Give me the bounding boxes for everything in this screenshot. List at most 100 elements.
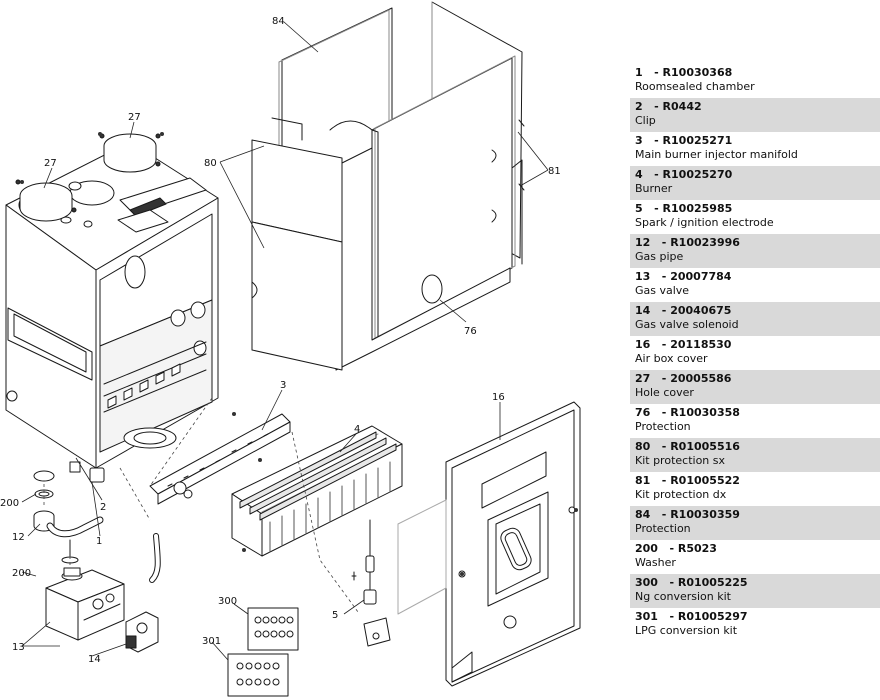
callout-5: 5	[332, 610, 338, 621]
part-number: 200	[635, 542, 658, 555]
callout-76: 76	[464, 326, 477, 337]
part-description: Gas pipe	[635, 250, 684, 263]
part-number: 81	[635, 474, 651, 487]
part-description: Hole cover	[635, 386, 694, 399]
part-separator: -	[642, 202, 663, 215]
part-code: R01005522	[670, 474, 740, 487]
callout-2: 2	[100, 502, 106, 513]
roomsealed-chamber-1	[5, 141, 219, 483]
callout-13: 13	[12, 642, 25, 653]
part-number-and-code: 80 - R01005516	[635, 440, 880, 454]
callout-1: 1	[96, 536, 102, 547]
part-number-and-code: 81 - R01005522	[635, 474, 880, 488]
part-code: R10030368	[662, 66, 733, 79]
callout-84: 84	[272, 16, 285, 27]
conversion-kit-300	[247, 607, 299, 651]
part-separator: -	[650, 338, 671, 351]
part-separator: -	[642, 66, 663, 79]
part-code: R01005516	[670, 440, 740, 453]
air-box-cover-16	[397, 401, 581, 687]
spark-electrode-5	[351, 519, 391, 647]
hole-cover-27	[15, 133, 161, 222]
leader-lines	[21, 21, 549, 661]
part-number-and-code: 301 - R01005297	[635, 610, 880, 624]
part-separator: -	[650, 440, 671, 453]
callout-200-bottom: 200	[12, 568, 31, 579]
part-code: R10025270	[662, 168, 733, 181]
part-number: 3	[635, 134, 643, 147]
gas-pipe-12	[33, 470, 161, 583]
part-number: 1	[635, 66, 643, 79]
part-code: R10023996	[670, 236, 740, 249]
callout-3: 3	[280, 380, 286, 391]
part-separator: -	[650, 270, 671, 283]
part-separator: -	[650, 236, 671, 249]
part-separator: -	[650, 474, 671, 487]
part-description: Clip	[635, 114, 656, 127]
callout-81: 81	[548, 166, 561, 177]
part-separator: -	[642, 100, 663, 113]
callout-12: 12	[12, 532, 25, 543]
part-number-and-code: 300 - R01005225	[635, 576, 880, 590]
part-code: R01005225	[677, 576, 748, 589]
part-number: 12	[635, 236, 651, 249]
part-number-and-code: 27 - 20005586	[635, 372, 880, 386]
callout-16: 16	[492, 392, 505, 403]
exploded-parts-diagram: 84 80 81 76 27 27 3 4 16 200 200 2 12 1 …	[0, 1, 581, 697]
part-description: Spark / ignition electrode	[635, 216, 774, 229]
part-description: Ng conversion kit	[635, 590, 731, 603]
part-number-and-code: 76 - R10030358	[635, 406, 880, 420]
part-separator: -	[642, 168, 663, 181]
callout-301: 301	[202, 636, 221, 647]
part-description: Kit protection dx	[635, 488, 727, 501]
screws	[20, 132, 578, 576]
part-description: Gas valve	[635, 284, 690, 297]
assembly-guides	[43, 397, 359, 613]
part-separator: -	[650, 406, 671, 419]
part-code: R10025271	[662, 134, 733, 147]
part-number-and-code: 4 - R10025270	[635, 168, 880, 182]
part-code: R10030359	[670, 508, 740, 521]
part-number: 13	[635, 270, 651, 283]
protection-panel-81	[371, 55, 523, 341]
part-separator: -	[657, 576, 678, 589]
part-number: 301	[635, 610, 658, 623]
callout-80: 80	[204, 158, 217, 169]
burner-4	[231, 425, 403, 557]
part-number-and-code: 200 - R5023	[635, 542, 880, 556]
part-description: Protection	[635, 420, 691, 433]
part-number-and-code: 2 - R0442	[635, 100, 880, 114]
callout-14: 14	[88, 654, 101, 665]
callout-200-top: 200	[0, 498, 19, 509]
part-number: 14	[635, 304, 651, 317]
callout-labels: 84 80 81 76 27 27 3 4 16 200 200 2 12 1 …	[0, 16, 561, 665]
part-number: 300	[635, 576, 658, 589]
protection-panel-80	[251, 117, 343, 371]
part-number: 16	[635, 338, 651, 351]
part-description: Main burner injector manifold	[635, 148, 798, 161]
injector-manifold-3	[149, 413, 291, 505]
part-code: 20005586	[670, 372, 732, 385]
gas-valve-13	[45, 567, 125, 641]
callout-300: 300	[218, 596, 237, 607]
part-separator: -	[650, 304, 671, 317]
part-code: 20007784	[670, 270, 732, 283]
part-code: R5023	[677, 542, 717, 555]
part-separator: -	[642, 134, 663, 147]
callout-27-right: 27	[128, 112, 141, 123]
part-number: 4	[635, 168, 643, 181]
part-description: Kit protection sx	[635, 454, 726, 467]
part-separator: -	[650, 508, 671, 521]
